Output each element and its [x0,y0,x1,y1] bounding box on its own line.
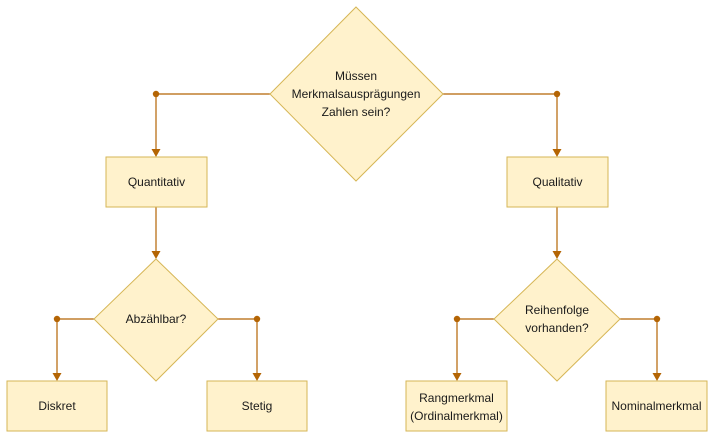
edge-order-to-nominal [620,315,662,381]
root-question-line1: Müssen [335,69,377,83]
countable-question-label: Abzählbar? [126,312,187,326]
edge-root-to-quantitative [151,90,270,157]
nominal-node: Nominalmerkmal [605,380,708,432]
order-question-line1: Reihenfolge [525,303,589,317]
edge-order-to-ordinal [452,315,494,381]
edge-countable-to-continuous [218,315,262,381]
root-question-line2: Merkmalsausprägungen [292,87,421,101]
ordinal-label-line1: Rangmerkmal [419,391,494,405]
nominal-label: Nominalmerkmal [611,399,701,413]
qualitative-node: Qualitativ [506,156,609,208]
continuous-label: Stetig [242,399,273,413]
quantitative-label: Quantitativ [128,175,185,189]
continuous-node: Stetig [206,380,308,432]
qualitative-label: Qualitativ [532,175,582,189]
edge-quantitative-to-countable [151,207,161,259]
edge-countable-to-discrete [52,315,94,381]
ordinal-label-line2: (Ordinalmerkmal) [410,409,503,423]
root-question-line3: Zahlen sein? [322,105,391,119]
ordinal-node: Rangmerkmal (Ordinalmerkmal) [405,380,508,432]
order-question-line2: vorhanden? [525,321,589,335]
root-question-diamond: Müssen Merkmalsausprägungen Zahlen sein? [269,6,444,182]
edge-qualitative-to-order [552,207,562,259]
discrete-label: Diskret [38,399,76,413]
quantitative-node: Quantitativ [105,156,208,208]
countable-question-diamond: Abzählbar? [93,258,219,382]
order-question-diamond: Reihenfolge vorhanden? [493,258,621,382]
edge-root-to-qualitative [443,90,562,157]
discrete-node: Diskret [6,380,108,432]
